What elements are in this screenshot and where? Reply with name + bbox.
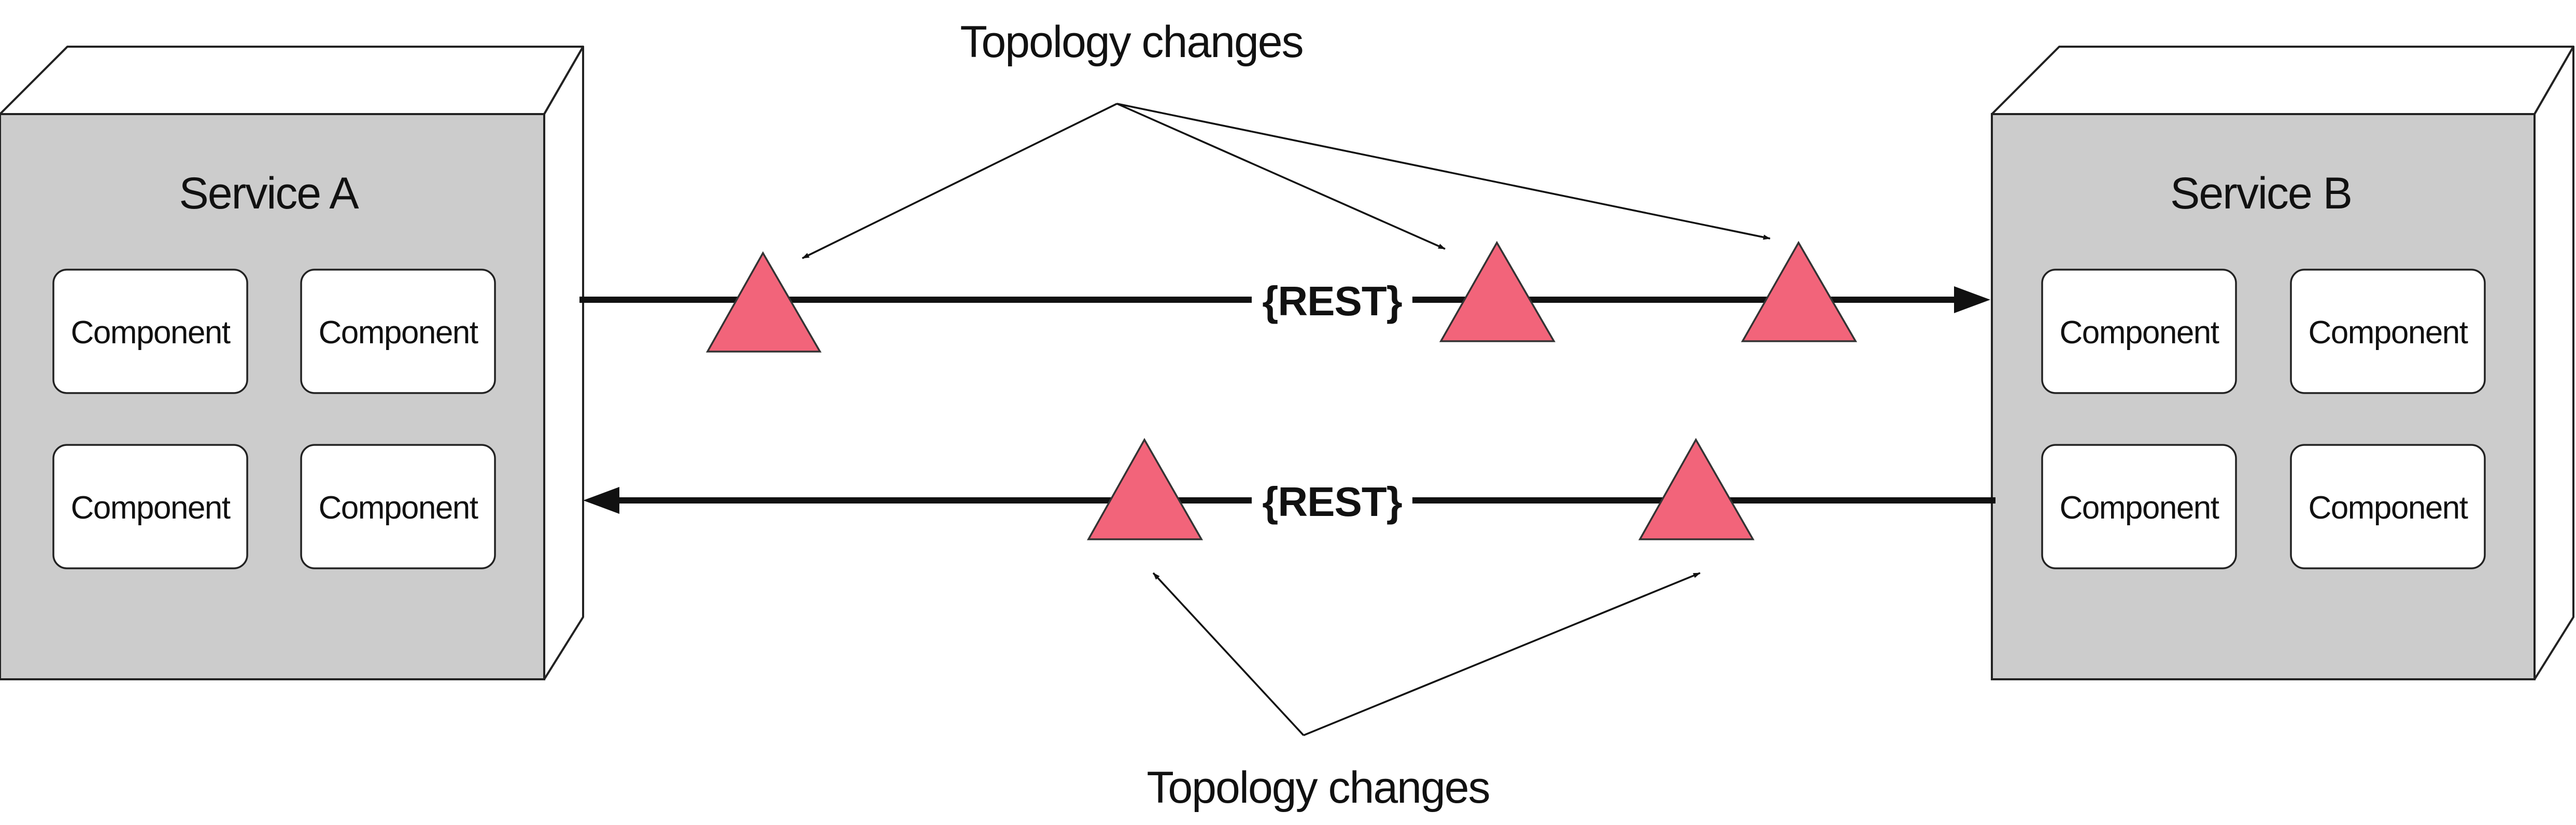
top-annotation-label: Topology changes <box>960 17 1303 67</box>
component-label: Component <box>318 490 478 526</box>
service-a-top-face <box>0 46 584 115</box>
service-a-front-face <box>0 113 545 680</box>
topology-change-marker <box>706 251 822 353</box>
service-b-front-face <box>1991 113 2536 680</box>
component-label: Component <box>2059 315 2219 351</box>
topology-change-marker <box>1087 438 1204 540</box>
component-label: Component <box>2308 490 2468 526</box>
component-box: Component <box>2290 269 2486 394</box>
component-box: Component <box>300 444 496 569</box>
rest-connection-b-to-a: {REST} <box>583 479 1995 525</box>
bottom-topology-annotation: Topology changes <box>1147 572 1701 813</box>
component-label: Component <box>318 315 478 351</box>
arrowhead-right <box>1954 286 1990 313</box>
bottom-annotation-label: Topology changes <box>1147 763 1489 813</box>
annotation-arrow <box>1303 572 1701 736</box>
service-b-box: Service B Component Component Component … <box>1991 46 2574 680</box>
component-box: Component <box>2041 269 2237 394</box>
topology-change-marker <box>1439 241 1556 342</box>
component-box: Component <box>300 269 496 394</box>
service-a-title: Service A <box>179 169 359 218</box>
annotation-arrow <box>802 103 1117 259</box>
annotation-arrow <box>1152 572 1305 736</box>
service-b-top-face <box>1991 46 2574 115</box>
rest-label: {REST} <box>1262 479 1402 525</box>
component-label: Component <box>2059 490 2219 526</box>
service-a-side-face <box>543 46 584 680</box>
topology-change-marker <box>1638 438 1755 540</box>
top-topology-annotation: Topology changes <box>802 17 1771 259</box>
service-b-title: Service B <box>2170 169 2352 218</box>
component-label: Component <box>70 315 230 351</box>
component-box: Component <box>2290 444 2486 569</box>
service-a-box: Service A Component Component Component … <box>0 46 584 680</box>
annotation-arrow <box>1116 103 1446 250</box>
arrowhead-left <box>583 487 619 514</box>
annotation-arrow <box>1116 103 1771 240</box>
topology-change-marker <box>1740 241 1858 342</box>
component-label: Component <box>70 490 230 526</box>
rest-label: {REST} <box>1262 278 1402 324</box>
component-box: Component <box>2041 444 2237 569</box>
component-label: Component <box>2308 315 2468 351</box>
service-b-side-face <box>2533 46 2574 680</box>
component-box: Component <box>52 444 248 569</box>
component-box: Component <box>52 269 248 394</box>
